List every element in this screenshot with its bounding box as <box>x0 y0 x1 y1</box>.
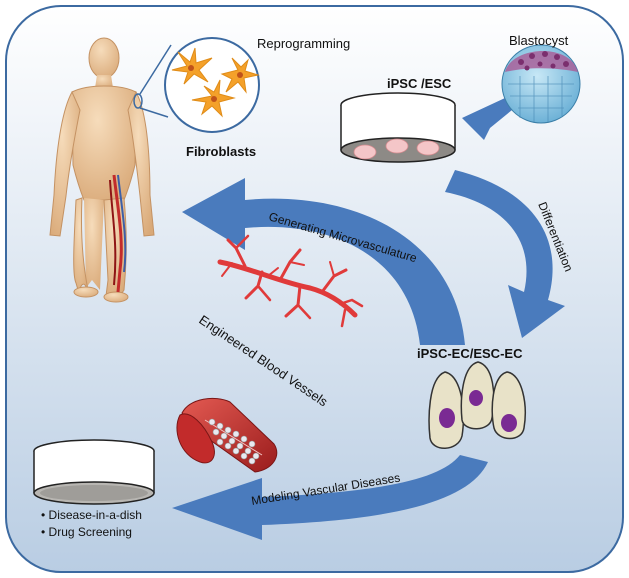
label-drug-screening: • Drug Screening <box>41 525 132 539</box>
zoom-line-top <box>139 44 172 95</box>
endothelial-cells-icon <box>428 361 526 449</box>
label-disease-in-a-dish: • Disease-in-a-dish <box>41 508 142 522</box>
arrow-modeling-vascular-diseases <box>172 455 488 540</box>
arrow-generating-microvasculature <box>182 178 465 345</box>
arrow-differentiation <box>445 170 565 338</box>
assay-dish-icon <box>33 439 155 505</box>
zoom-line-bottom <box>139 107 169 118</box>
arrow-blastocyst-to-dish <box>462 98 512 140</box>
label-blastocyst: Blastocyst <box>509 33 569 48</box>
label-fibroblasts: Fibroblasts <box>186 144 256 159</box>
label-reprogramming: Reprogramming <box>257 36 350 51</box>
blastocyst-icon <box>501 44 581 124</box>
blood-vessel-tube-icon <box>176 397 278 473</box>
culture-dish-icon <box>340 92 456 163</box>
label-ipsc-esc: iPSC /ESC <box>387 76 452 91</box>
label-ipsc-ec-esc-ec: iPSC-EC/ESC-EC <box>417 346 523 361</box>
microvasculature-icon <box>217 234 364 328</box>
human-body-icon <box>49 37 155 303</box>
fibroblast-cells-icon <box>164 37 260 133</box>
